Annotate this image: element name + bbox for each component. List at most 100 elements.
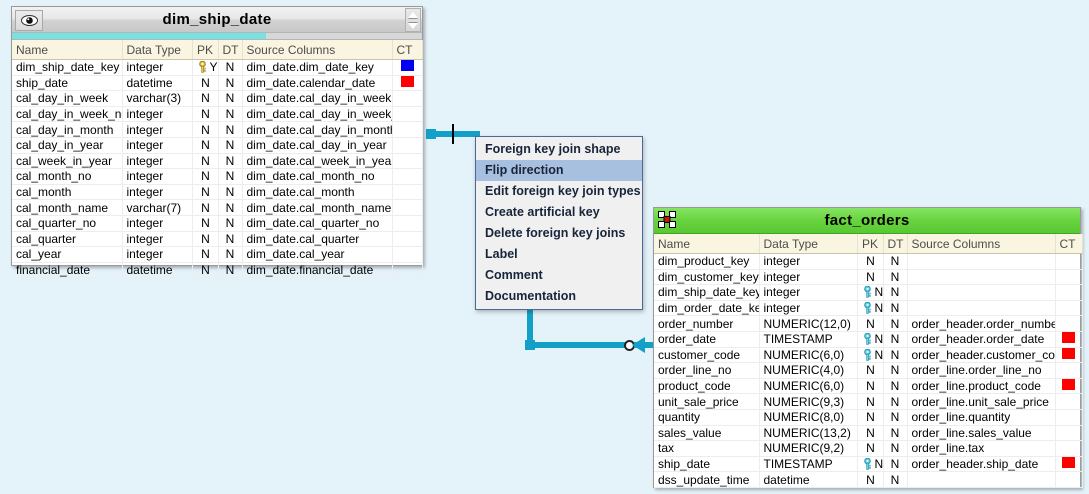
column-header-ct[interactable]: CT bbox=[1055, 234, 1083, 254]
connector-lower-vertical[interactable] bbox=[527, 305, 533, 345]
column-header-data-type[interactable]: Data Type bbox=[122, 40, 193, 60]
cell-dt: N bbox=[883, 425, 908, 442]
cell-ct-swatch bbox=[1055, 284, 1083, 301]
column-header-dt[interactable]: DT bbox=[883, 234, 908, 254]
column-header-data-type[interactable]: Data Type bbox=[759, 234, 858, 254]
foreign-key-icon bbox=[862, 332, 874, 346]
menu-item-delete-foreign-key-joins[interactable]: Delete foreign key joins bbox=[485, 226, 626, 240]
menu-item-create-artificial-key[interactable]: Create artificial key bbox=[485, 205, 600, 219]
connector-lower-horizontal-2[interactable] bbox=[634, 342, 656, 348]
cell-name: product_code bbox=[654, 378, 760, 395]
connector-upper-horizontal[interactable] bbox=[430, 131, 480, 137]
column-header-name[interactable]: Name bbox=[654, 234, 760, 254]
menu-item-label[interactable]: Label bbox=[485, 247, 518, 261]
column-header-pk[interactable]: PK bbox=[857, 234, 884, 254]
cell-data-type: varchar(7) bbox=[122, 199, 193, 216]
scroll-down-icon[interactable] bbox=[408, 22, 418, 29]
cell-pk: N bbox=[857, 471, 884, 488]
column-header-dt[interactable]: DT bbox=[218, 40, 243, 60]
cell-data-type: integer bbox=[122, 121, 193, 138]
cell-pk: N bbox=[192, 184, 219, 201]
cell-ct-swatch bbox=[1055, 347, 1083, 364]
table-titlebar-dim-ship-date[interactable]: dim_ship_date bbox=[12, 7, 422, 33]
cell-pk: N bbox=[857, 347, 884, 364]
cell-dt: N bbox=[218, 168, 243, 185]
cell-data-type: NUMERIC(9,2) bbox=[759, 440, 858, 457]
menu-item-flip-direction[interactable]: Flip direction bbox=[476, 160, 642, 181]
cell-source-columns: dim_date.cal_month_no bbox=[242, 168, 393, 185]
menu-item-documentation[interactable]: Documentation bbox=[485, 289, 576, 303]
column-header-pk[interactable]: PK bbox=[192, 40, 219, 60]
table-titlebar-fact-orders[interactable]: fact_orders bbox=[654, 208, 1080, 234]
eye-icon[interactable] bbox=[15, 10, 43, 31]
cell-source-columns: dim_date.cal_week_in_year bbox=[242, 153, 393, 170]
cell-data-type: integer bbox=[122, 59, 193, 76]
cell-ct-swatch bbox=[392, 215, 423, 232]
column-header-source-columns[interactable]: Source Columns bbox=[907, 234, 1056, 254]
cell-source-columns: dim_date.cal_day_in_month bbox=[242, 121, 393, 138]
star-schema-icon[interactable] bbox=[658, 211, 677, 229]
cell-source-columns: dim_date.dim_date_key bbox=[242, 59, 393, 76]
cell-dt: N bbox=[218, 153, 243, 170]
menu-item-comment[interactable]: Comment bbox=[485, 268, 543, 282]
cell-name: cal_day_in_year bbox=[12, 137, 123, 154]
cell-ct-swatch bbox=[1055, 471, 1083, 488]
cell-ct-swatch bbox=[392, 246, 423, 263]
menu-item-edit-foreign-key-join-types[interactable]: Edit foreign key join types bbox=[485, 184, 641, 198]
cell-data-type: NUMERIC(9,3) bbox=[759, 393, 858, 410]
cell-pk: N bbox=[192, 121, 219, 138]
column-header-name[interactable]: Name bbox=[12, 40, 123, 60]
cell-data-type: integer bbox=[122, 184, 193, 201]
cell-source-columns bbox=[907, 253, 1056, 270]
cell-pk: N bbox=[857, 409, 884, 426]
table-scroll-arrows[interactable] bbox=[405, 8, 421, 32]
connector-lower-arrowhead bbox=[632, 337, 645, 353]
cell-source-columns bbox=[907, 471, 1056, 488]
cell-name: ship_date bbox=[12, 75, 123, 92]
cell-ct-swatch bbox=[392, 75, 423, 92]
table-progress-strip bbox=[12, 33, 422, 40]
column-header-ct[interactable]: CT bbox=[392, 40, 423, 60]
connector-lower-horizontal[interactable] bbox=[530, 342, 628, 348]
scroll-up-icon[interactable] bbox=[408, 11, 418, 18]
cell-data-type: varchar(3) bbox=[122, 90, 193, 107]
column-header-source-columns[interactable]: Source Columns bbox=[242, 40, 393, 60]
menu-item-foreign-key-join-shape[interactable]: Foreign key join shape bbox=[485, 142, 621, 156]
cell-name: ship_date bbox=[654, 456, 760, 473]
